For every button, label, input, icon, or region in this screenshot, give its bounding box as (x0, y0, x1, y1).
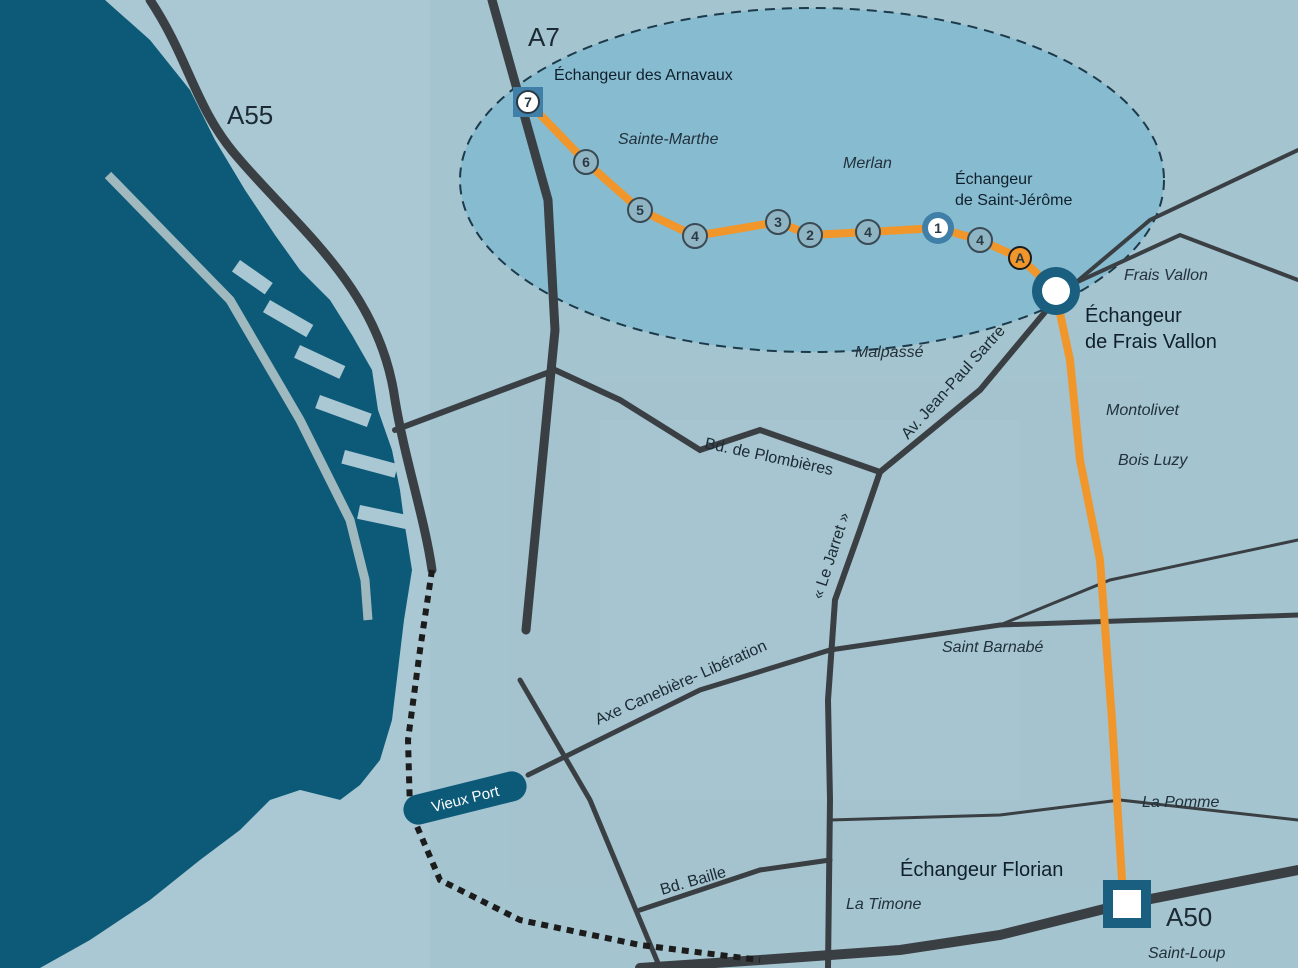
svg-text:A: A (1015, 250, 1025, 266)
breakwater (104, 171, 373, 621)
interchange-frais-vallon-marker (1032, 267, 1080, 315)
label-montolivet: Montolivet (1106, 402, 1179, 419)
road-e1 (998, 538, 1298, 627)
road-diagonal (517, 677, 663, 968)
svg-text:4: 4 (691, 228, 699, 244)
svg-text:6: 6 (582, 154, 590, 170)
label-merlan: Merlan (843, 155, 892, 172)
stops: 7 6 5 4 3 2 4 1 (513, 87, 1151, 928)
south-coast (190, 790, 420, 968)
stop-4a: 4 (682, 223, 708, 249)
label-saint-jerome-2: de Saint-Jérôme (955, 192, 1072, 209)
label-saint-loup: Saint-Loup (1148, 945, 1225, 962)
road-sartre (877, 297, 1058, 475)
road-plombieres (392, 366, 883, 475)
label-a7: A7 (528, 22, 560, 52)
label-frais-vallon-1: Échangeur (1085, 304, 1182, 327)
study-zone (459, 7, 1165, 353)
label-a50: A50 (1166, 902, 1212, 932)
stop-1: 1 (922, 212, 954, 244)
tunnel-dotted (404, 569, 761, 963)
stop-4b: 4 (855, 219, 881, 245)
road-a55 (145, 0, 437, 575)
label-la-pomme: La Pomme (1142, 794, 1219, 811)
svg-text:1: 1 (934, 220, 942, 236)
interchange-florian-marker (1103, 880, 1151, 928)
sea (0, 0, 412, 968)
label-saint-barnabe: Saint Barnabé (942, 639, 1044, 656)
label-arnavaux: Échangeur des Arnavaux (554, 65, 733, 84)
stop-4c: 4 (967, 227, 993, 253)
road-canebiere (525, 612, 1298, 778)
svg-text:5: 5 (636, 202, 644, 218)
label-frais-vallon-place: Frais Vallon (1124, 267, 1208, 284)
label-saint-jerome-1: Échangeur (955, 169, 1033, 188)
svg-text:4: 4 (976, 232, 984, 248)
road-e2 (828, 798, 1298, 822)
stop-2: 2 (797, 222, 823, 248)
road-baille (637, 857, 833, 913)
label-la-timone: La Timone (846, 896, 922, 913)
stop-3: 3 (765, 209, 791, 235)
stop-6: 6 (573, 149, 599, 175)
svg-text:2: 2 (806, 227, 814, 243)
label-frais-vallon-2: de Frais Vallon (1085, 331, 1217, 353)
svg-text:4: 4 (864, 224, 872, 240)
stop-arnavaux: 7 (513, 87, 543, 117)
label-malpasse: Malpassé (855, 344, 924, 361)
stop-a: A (1008, 246, 1032, 270)
stop-arnavaux-num: 7 (524, 94, 532, 110)
label-florian: Échangeur Florian (900, 858, 1063, 881)
label-bois-luzy: Bois Luzy (1118, 452, 1188, 469)
docks (231, 260, 409, 530)
label-sainte-marthe: Sainte-Marthe (618, 131, 719, 148)
stop-5: 5 (627, 197, 653, 223)
route-l2 (524, 98, 1126, 884)
svg-text:3: 3 (774, 214, 782, 230)
road-ne2 (1058, 232, 1298, 292)
label-a55: A55 (227, 100, 273, 130)
road-ne1 (1053, 148, 1298, 302)
